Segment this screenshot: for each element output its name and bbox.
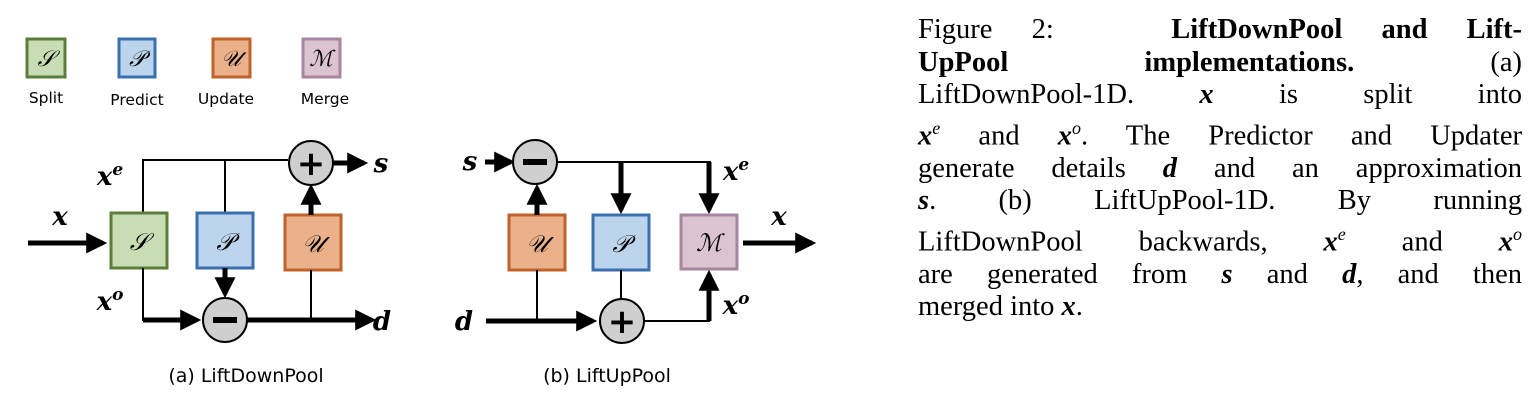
b-s-input-label: s [462,147,478,177]
caption-math: x [1061,291,1076,322]
caption-math: s [918,185,930,216]
caption-text: are generated from [918,258,1188,290]
b-x-output-label: x [770,202,787,232]
b-merge-symbol: ℳ [696,229,725,257]
legend: 𝒮 Split 𝒫 Predict 𝒰 Update ℳ Merge [25,37,349,109]
caption-line-4: xe and xo. The Predictor and Updater [918,112,1522,153]
caption-figure-label: Figure 2: [918,14,1054,45]
caption-math: x [1199,79,1214,110]
b-update-box [507,213,567,272]
figure-diagram: 𝒮 Split 𝒫 Predict 𝒰 Update ℳ Merge x xe [25,37,817,387]
a-caption: (a) LiftDownPool [168,365,323,387]
caption-math: x [1057,120,1072,151]
figure-caption: Figure 2: LiftDownPool and Lift- UpPool … [918,14,1522,324]
caption-text: LiftDownPool-1D. [918,79,1135,110]
legend-item-update: 𝒰 Update [198,37,254,108]
a-update-box [283,213,343,272]
caption-text: and an approximation [1213,152,1523,184]
b-d-input-label: d [455,307,473,337]
lift-down-pool-diagram: x xe 𝒮 𝒫 𝒰 + s xo d (a) L [28,140,391,387]
caption-line-9: merged into x. [918,291,1522,324]
caption-text: merged into [918,291,1055,322]
caption-title-part-2: UpPool implementations. [918,46,1355,78]
legend-merge-box [301,37,342,79]
caption-line-3: LiftDownPool-1D. x is split into [918,79,1522,112]
a-odd-line [142,268,145,321]
b-plus-symbol: + [608,302,637,342]
legend-merge-symbol: ℳ [309,47,336,72]
a-even-label: xe [96,160,124,192]
a-d-output-label: d [373,307,391,337]
b-merge-box [679,213,739,271]
legend-item-merge: ℳ Merge [301,37,349,108]
caption-line-8: are generated from s and d, and then [918,259,1522,292]
a-plus-symbol: + [297,144,326,184]
legend-update-box [211,37,252,79]
a-input-label: x [51,202,68,232]
lift-up-pool-diagram: s xe 𝒰 𝒫 ℳ x d + xo (b) Lift [455,139,817,387]
caption-text: and [1401,226,1443,257]
a-odd-label: xo [96,285,124,317]
legend-split-label: Split [29,89,63,107]
caption-text: (a) [1490,46,1522,78]
caption-math: d [1162,152,1177,184]
b-even-label: xe [722,155,750,187]
caption-text: . The Predictor and Updater [1081,120,1523,151]
a-split-box [109,211,169,270]
a-even-line [142,159,288,213]
b-caption: (b) LiftUpPool [543,365,671,387]
caption-text: . [1075,291,1083,322]
caption-math-sup: e [1337,223,1346,244]
caption-text: , and then [1356,258,1522,290]
caption-line-7: LiftDownPool backwards, xe and xo [918,218,1522,259]
caption-math: s [1221,258,1233,290]
legend-predict-label: Predict [110,91,163,109]
caption-line-5: generate details d and an approximation [918,153,1522,186]
caption-text: and [978,120,1020,151]
caption-line-1: Figure 2: LiftDownPool and Lift- [918,14,1522,47]
b-odd-line [644,300,710,322]
caption-math: d [1342,258,1357,290]
caption-text: generate details [918,152,1126,184]
legend-split-box [25,37,67,79]
caption-math: x [918,120,933,151]
caption-line-6: s. (b) LiftUpPool-1D. By running [918,185,1522,218]
legend-predict-box [117,37,157,79]
b-minus-symbol [523,159,547,165]
legend-update-label: Update [198,90,254,108]
caption-math-sup: o [1513,223,1522,244]
caption-math: x [1323,226,1338,257]
a-s-output-label: s [373,149,389,179]
caption-text: LiftDownPool backwards, [918,226,1268,257]
caption-math: x [1498,226,1513,257]
caption-text: is split into [1278,79,1522,110]
caption-text: . (b) LiftUpPool-1D. By running [929,185,1522,216]
caption-math-sup: o [1072,117,1081,138]
legend-item-predict: 𝒫 Predict [110,37,164,109]
legend-merge-label: Merge [301,90,349,108]
legend-item-split: 𝒮 Split [25,37,67,107]
caption-text: and [1266,258,1308,290]
caption-title-part-1: LiftDownPool and Lift- [1171,14,1523,45]
caption-math-sup: e [932,117,941,138]
a-minus-symbol [213,317,237,323]
b-odd-label: xo [722,289,750,321]
caption-line-2: UpPool implementations. (a) [918,47,1522,80]
